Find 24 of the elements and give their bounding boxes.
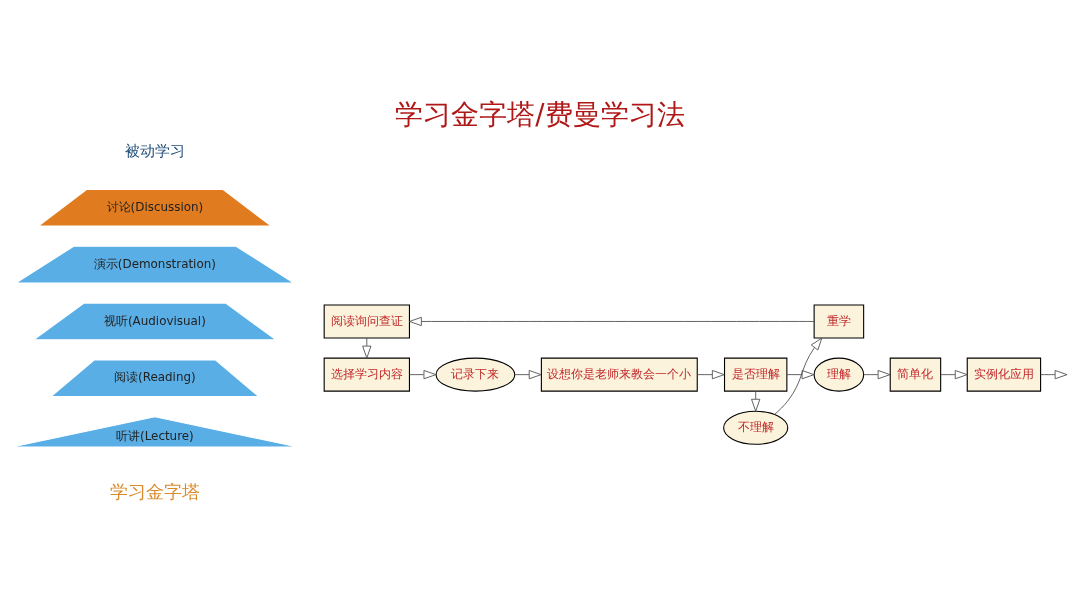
arrow <box>1040 369 1068 379</box>
arrow <box>362 337 372 358</box>
node-box: 设想你是老师来教会一个小 <box>540 357 698 392</box>
node-ellipse: 不理解 <box>723 410 789 445</box>
arrow <box>863 369 891 379</box>
node-ellipse: 理解 <box>813 357 865 392</box>
arrow <box>940 369 968 379</box>
node-box: 实例化应用 <box>966 357 1042 392</box>
node-box: 阅读询问查证 <box>323 303 410 338</box>
arrow <box>409 369 437 379</box>
arrow <box>751 390 761 412</box>
arrow <box>409 316 815 326</box>
node-box: 选择学习内容 <box>323 357 410 392</box>
node-box: 简单化 <box>889 357 942 392</box>
node-box: 是否理解 <box>723 357 788 392</box>
diagram-title: 学习金字塔/费曼学习法 <box>395 97 685 130</box>
label: 学习金字塔 <box>109 480 200 502</box>
node-ellipse: 记录下来 <box>435 357 516 392</box>
arrow <box>514 369 542 379</box>
arrow <box>696 369 725 379</box>
arrow <box>786 369 815 379</box>
arrow <box>774 337 823 415</box>
node-box: 重学 <box>813 303 865 338</box>
label: 被动学习 <box>124 141 185 159</box>
